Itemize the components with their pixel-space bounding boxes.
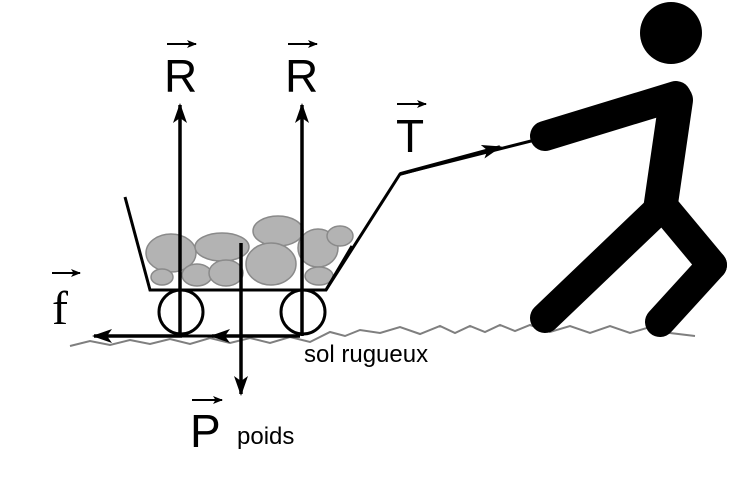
label-tension: T xyxy=(396,110,424,162)
label-weight-caption: poids xyxy=(237,423,294,450)
rough-ground xyxy=(69,323,696,347)
person-figure xyxy=(530,2,727,337)
person-head xyxy=(640,2,702,64)
label-reaction-left: R xyxy=(164,50,197,102)
stones xyxy=(145,215,354,287)
person-leg-back xyxy=(530,195,673,333)
tow-rope xyxy=(324,138,536,291)
label-ground-caption: sol rugueux xyxy=(304,341,428,368)
person-arm xyxy=(530,81,691,151)
label-friction: f xyxy=(52,282,68,335)
label-weight: P xyxy=(190,405,221,457)
tension-arrow xyxy=(399,144,502,176)
label-reaction-right: R xyxy=(285,50,318,102)
person-leg-front-lower xyxy=(645,250,727,337)
